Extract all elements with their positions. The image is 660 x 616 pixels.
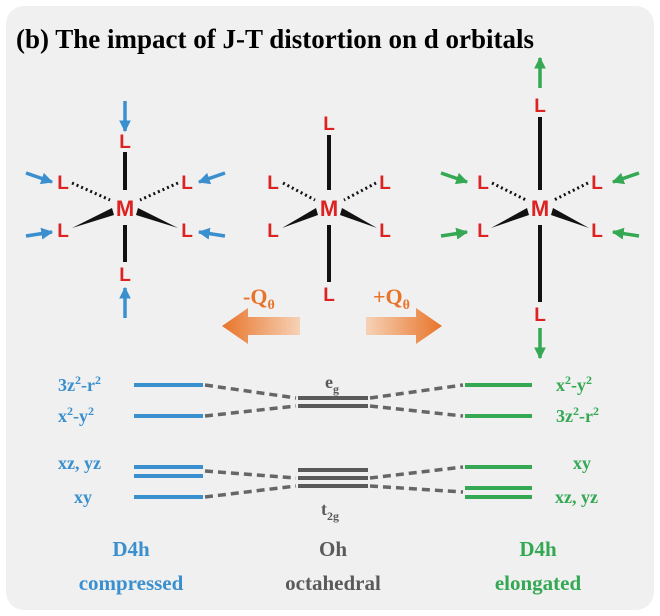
ligand-label: L	[181, 221, 193, 242]
orbital-label-eg: eg	[325, 372, 339, 396]
minus-q-arrow	[222, 308, 300, 344]
plus-q-label: +Qθ	[373, 284, 410, 313]
metal-atom-label: M	[531, 196, 549, 221]
wedge-bond	[340, 208, 377, 228]
ligand-label: L	[181, 173, 193, 194]
compression-arrow	[25, 171, 54, 185]
ligand-label: L	[477, 173, 489, 194]
orbital-label: x2-y2	[556, 373, 592, 395]
compression-arrow	[440, 171, 469, 185]
ligand-label: L	[57, 173, 69, 194]
ligand-label: L	[323, 285, 335, 306]
plus-q-arrow	[366, 308, 442, 344]
energy-levels	[134, 383, 532, 499]
figure-panel	[6, 6, 654, 610]
structure-octahedral: M L L L L L L	[267, 114, 391, 306]
figure-title: (b) The impact of J-T distortion on d or…	[16, 24, 535, 54]
wedge-bond	[491, 208, 529, 228]
geometry-label-compressed: compressed	[79, 571, 184, 595]
orbital-label: xz, yz	[555, 487, 598, 507]
geometry-label-elongated: elongated	[495, 571, 582, 595]
hashed-bond	[553, 181, 589, 202]
ligand-label: L	[267, 221, 279, 242]
symmetry-label-octahedral: Oh	[319, 537, 347, 561]
correlation-lines	[204, 383, 464, 499]
orbital-label: 3z2-r2	[556, 404, 599, 426]
orbital-label: xz, yz	[58, 453, 101, 473]
hashed-bond	[491, 181, 527, 202]
hashed-bond	[343, 181, 377, 202]
compression-arrow	[25, 227, 54, 240]
ligand-label: L	[534, 96, 546, 117]
ligand-label: L	[591, 221, 603, 242]
compression-arrow	[197, 171, 226, 185]
compression-arrow	[197, 227, 226, 240]
ligand-label: L	[591, 173, 603, 194]
ligand-label: L	[534, 305, 546, 326]
orbital-label: x2-y2	[58, 404, 94, 426]
compression-arrow	[440, 227, 469, 240]
ligand-label: L	[57, 221, 69, 242]
orbital-label: xy	[573, 453, 591, 473]
wedge-bond	[551, 208, 589, 228]
compression-arrow	[611, 171, 640, 185]
wedge-bond	[72, 208, 114, 228]
distortion-arrows: -Qθ +Qθ	[222, 284, 442, 344]
structure-elongated: M L L L L L L	[440, 56, 640, 360]
footer-labels: D4h compressed Oh octahedral D4h elongat…	[79, 537, 582, 595]
metal-atom-label: M	[116, 196, 134, 221]
hashed-bond	[139, 181, 179, 202]
hashed-bond	[282, 181, 316, 202]
wedge-bond	[136, 208, 178, 228]
structure-compressed: M L L L L L L	[25, 101, 226, 318]
ligand-label: L	[477, 221, 489, 242]
symmetry-label-compressed: D4h	[112, 537, 150, 561]
minus-q-label: -Qθ	[243, 284, 275, 313]
orbital-label: 3z2-r2	[58, 373, 101, 395]
ligand-label: L	[267, 173, 279, 194]
orbital-label-t2g: t2g	[321, 499, 339, 523]
wedge-bond	[282, 208, 318, 228]
ligand-label: L	[119, 265, 131, 286]
metal-atom-label: M	[320, 196, 338, 221]
geometry-label-octahedral: octahedral	[285, 571, 381, 595]
ligand-label: L	[379, 173, 391, 194]
ligand-label: L	[323, 114, 335, 135]
orbital-label: xy	[74, 487, 92, 507]
symmetry-label-elongated: D4h	[519, 537, 557, 561]
compression-arrow	[611, 227, 640, 240]
orbital-labels: 3z2-r2 x2-y2 xz, yz xy eg t2g x2-y2 3z2-…	[58, 372, 599, 523]
hashed-bond	[71, 181, 111, 202]
ligand-label: L	[119, 132, 131, 153]
ligand-label: L	[379, 221, 391, 242]
